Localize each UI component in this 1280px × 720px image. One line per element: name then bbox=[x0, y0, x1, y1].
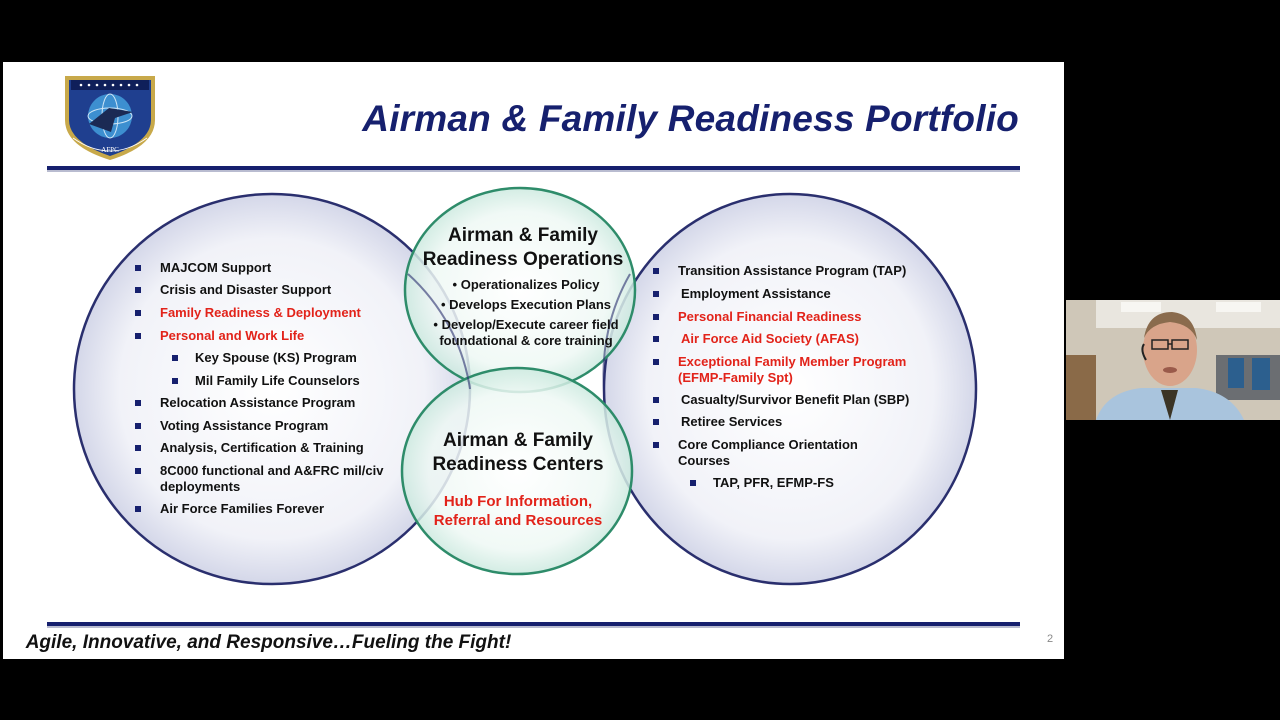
list-item: Air Force Families Forever bbox=[135, 501, 405, 523]
bottom-divider-shadow bbox=[47, 626, 1020, 628]
bottom-divider bbox=[47, 622, 1020, 626]
square-bullet-icon bbox=[135, 423, 141, 429]
list-item: Relocation Assistance Program bbox=[135, 395, 405, 418]
list-item: Mil Family Life Counselors bbox=[135, 373, 405, 395]
right-services-list: Transition Assistance Program (TAP) Empl… bbox=[653, 263, 928, 497]
square-bullet-icon bbox=[135, 265, 141, 271]
webcam-video-feed bbox=[1066, 300, 1280, 420]
list-item: Family Readiness & Deployment bbox=[135, 305, 405, 328]
operations-bullet: • Develops Execution Plans bbox=[440, 297, 611, 312]
list-item: Core Compliance Orientation Courses bbox=[653, 437, 888, 475]
square-bullet-icon bbox=[135, 287, 141, 293]
slide-title: Airman & Family Readiness Portfolio bbox=[362, 98, 1019, 139]
presentation-slide: AFPC Airman & Family Readiness Portfolio… bbox=[3, 62, 1064, 659]
square-bullet-icon bbox=[653, 336, 659, 342]
list-item: Retiree Services bbox=[653, 414, 928, 437]
afpc-logo: AFPC bbox=[65, 76, 155, 160]
square-bullet-icon bbox=[135, 310, 141, 316]
list-item: Exceptional Family Member Program (EFMP-… bbox=[653, 354, 923, 392]
square-bullet-icon bbox=[690, 480, 696, 486]
square-bullet-icon bbox=[135, 400, 141, 406]
list-item: 8C000 functional and A&FRC mil/civ deplo… bbox=[135, 463, 395, 501]
list-item: MAJCOM Support bbox=[135, 260, 405, 282]
centers-hub-text: Hub For Information, Referral and Resour… bbox=[433, 493, 603, 529]
list-item: Air Force Aid Society (AFAS) bbox=[653, 331, 928, 354]
square-bullet-icon bbox=[653, 442, 659, 448]
bottom-center-circle bbox=[400, 366, 634, 576]
square-bullet-icon bbox=[653, 268, 659, 274]
list-item: TAP, PFR, EFMP-FS bbox=[653, 475, 928, 497]
page-number: 2 bbox=[1047, 633, 1054, 645]
list-item: Employment Assistance bbox=[653, 286, 928, 309]
list-item: Personal and Work Life bbox=[135, 328, 405, 350]
operations-bullet: • Develop/Execute career field foundatio… bbox=[433, 317, 619, 348]
square-bullet-icon bbox=[653, 359, 659, 365]
left-services-list: MAJCOM Support Crisis and Disaster Suppo… bbox=[135, 260, 405, 523]
svg-text:AFPC: AFPC bbox=[101, 146, 119, 154]
operations-bullet: • Operationalizes Policy bbox=[452, 277, 600, 292]
square-bullet-icon bbox=[172, 355, 178, 361]
list-item: Analysis, Certification & Training bbox=[135, 440, 405, 463]
list-item: Transition Assistance Program (TAP) bbox=[653, 263, 928, 286]
square-bullet-icon bbox=[653, 419, 659, 425]
square-bullet-icon bbox=[135, 468, 141, 474]
list-item: Crisis and Disaster Support bbox=[135, 282, 405, 305]
operations-bullets: • Operationalizes Policy • Develops Exec… bbox=[421, 275, 631, 349]
square-bullet-icon bbox=[653, 291, 659, 297]
square-bullet-icon bbox=[135, 445, 141, 451]
list-item: Key Spouse (KS) Program bbox=[135, 350, 405, 373]
list-item: Personal Financial Readiness bbox=[653, 309, 928, 331]
square-bullet-icon bbox=[135, 333, 141, 339]
operations-heading: Airman & Family Readiness Operations bbox=[422, 225, 624, 270]
venn-diagram bbox=[72, 186, 978, 586]
list-item: Casualty/Survivor Benefit Plan (SBP) bbox=[653, 392, 928, 414]
top-divider bbox=[47, 166, 1020, 170]
square-bullet-icon bbox=[135, 506, 141, 512]
top-divider-shadow bbox=[47, 170, 1020, 172]
presenter-video-image bbox=[1066, 300, 1280, 420]
square-bullet-icon bbox=[653, 314, 659, 320]
list-item: Voting Assistance Program bbox=[135, 418, 405, 440]
slide-tagline: Agile, Innovative, and Responsive…Fuelin… bbox=[25, 632, 512, 653]
square-bullet-icon bbox=[172, 378, 178, 384]
centers-heading: Airman & Family Readiness Centers bbox=[432, 430, 604, 475]
square-bullet-icon bbox=[653, 397, 659, 403]
